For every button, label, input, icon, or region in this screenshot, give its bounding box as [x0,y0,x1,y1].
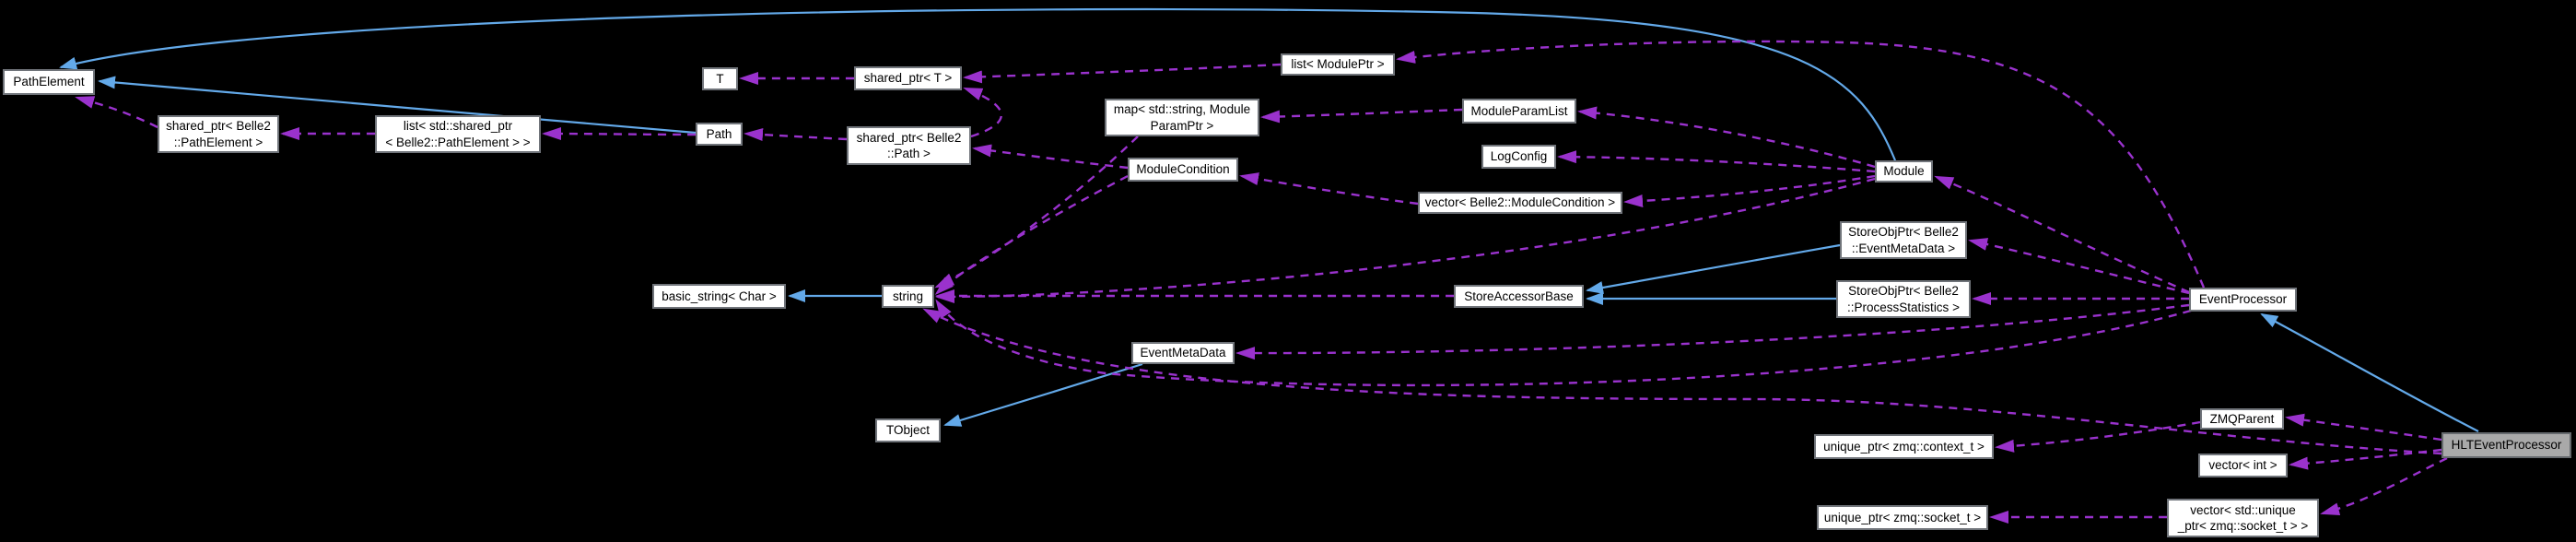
class-node-moduleparamlist[interactable]: ModuleParamList [1462,99,1576,124]
class-node-label: list< ModulePtr > [1291,57,1385,72]
class-node-vector-int[interactable]: vector< int > [2198,454,2288,477]
edge-eventprocessor-to-module [1934,175,2190,294]
class-node-sp-pathelement[interactable]: shared_ptr< Belle2::PathElement > [158,115,279,153]
class-node-vector-unique-ptr-socket[interactable]: vector< std::unique_ptr< zmq::socket_t >… [2167,499,2319,537]
class-node-label: basic_string< Char > [662,289,777,303]
class-node-label: T [716,71,724,86]
class-node-vector-modulecondition[interactable]: vector< Belle2::ModuleCondition > [1418,192,1622,214]
class-node-unique-ptr-zmq-context[interactable]: unique_ptr< zmq::context_t > [1814,434,1994,459]
class-node-tobject[interactable]: TObject [875,418,941,442]
class-node-label: ModuleParamList [1470,103,1568,118]
class-node-label: string [892,289,923,303]
class-node-logconfig[interactable]: LogConfig [1481,145,1556,169]
class-node-label: EventProcessor [2198,292,2288,307]
edge-zmqparent-to-unique-ptr-zmq-context [1995,420,2201,453]
class-node-label: map< std::string, Module [1113,102,1251,116]
class-node-label: shared_ptr< Belle2 [856,130,962,145]
class-node-list-sp-pathelement[interactable]: list< std::shared_ptr< Belle2::PathEleme… [375,115,541,153]
class-node-pathelement[interactable]: PathElement [3,69,95,95]
class-node-list-moduleptr[interactable]: list< ModulePtr > [1281,53,1395,76]
class-node-eventprocessor[interactable]: EventProcessor [2189,288,2297,312]
class-node-unique-ptr-zmq-socket[interactable]: unique_ptr< zmq::socket_t > [1817,505,1988,530]
class-node-label: unique_ptr< zmq::socket_t > [1823,510,1982,524]
class-node-eventmetadata[interactable]: EventMetaData [1131,342,1235,364]
class-node-label: ::ProcessStatistics > [1847,300,1960,314]
class-node-label: ParamPtr > [1150,118,1214,133]
class-node-label: EventMetaData [1140,346,1226,360]
class-node-hlteventprocessor: HLTEventProcessor [2441,432,2571,458]
edge-module-to-moduleparamlist [1577,106,1876,169]
edge-sp-path-to-sp-t [963,87,1002,138]
class-node-basic-string-char[interactable]: basic_string< Char > [652,284,786,309]
class-node-storeobjptr-eventmetadata[interactable]: StoreObjPtr< Belle2::EventMetaData > [1840,221,1967,259]
class-node-label: ::Path > [887,147,931,160]
class-node-label: StoreAccessorBase [1464,289,1574,303]
class-node-label: vector< int > [2208,458,2277,473]
edge-path-to-pathelement [98,76,697,135]
edge-modulecondition-to-sp-path [972,144,1129,170]
edge-eventprocessor-to-storeobjptr-eventmetadata [1968,238,2190,295]
class-node-label: unique_ptr< zmq::context_t > [1823,439,1985,454]
class-node-label: HLTEventProcessor [2451,438,2562,453]
edge-hlteventprocessor-to-vector-unique-ptr-socket [2320,456,2448,516]
edge-hlteventprocessor-to-zmqparent [2285,413,2442,442]
edge-modulecondition-to-string [934,174,1129,296]
class-node-label: list< std::shared_ptr [403,119,513,133]
class-node-label: ModuleCondition [1136,162,1230,177]
class-node-t[interactable]: T [702,67,738,90]
class-node-label: vector< Belle2::ModuleCondition > [1424,195,1616,210]
class-node-label: TObject [885,423,931,438]
edge-path-to-list-sp-pathelement [542,127,697,141]
edge-module-to-logconfig [1557,150,1876,173]
edge-hlteventprocessor-to-vector-int [2289,448,2442,470]
class-node-sp-path[interactable]: shared_ptr< Belle2::Path > [847,126,971,165]
class-node-path[interactable]: Path [696,123,743,146]
edge-module-to-string [935,177,1876,303]
class-node-label: vector< std::unique [2190,502,2296,517]
class-node-label: shared_ptr< T > [863,71,953,86]
edge-eventprocessor-to-string [935,299,2192,387]
edge-module-to-vector-modulecondition [1623,174,1876,207]
class-node-label: < Belle2::PathElement > > [385,135,531,149]
class-node-sp-t[interactable]: shared_ptr< T > [854,66,962,90]
edge-eventmetadata-to-tobject [943,362,1143,427]
edge-map-param-to-string [934,136,1139,289]
edge-hlteventprocessor-to-string [922,308,2442,455]
class-node-modulecondition[interactable]: ModuleCondition [1128,158,1238,182]
edge-list-moduleptr-to-sp-t [963,63,1282,84]
edge-hlteventprocessor-to-eventprocessor [2260,313,2479,432]
class-node-label: StoreObjPtr< Belle2 [1848,225,1959,239]
class-node-label: PathElement [13,75,85,89]
class-node-string[interactable]: string [882,285,934,308]
edge-moduleparamlist-to-map-param [1260,108,1463,124]
class-node-label: shared_ptr< Belle2 [166,119,271,133]
class-node-label: _ptr< zmq::socket_t > > [2177,519,2309,533]
class-node-storeaccessorbase[interactable]: StoreAccessorBase [1454,285,1584,308]
class-node-label: ZMQParent [2209,411,2275,426]
edge-sp-path-to-path [744,128,848,142]
class-node-zmqparent[interactable]: ZMQParent [2200,408,2284,430]
class-node-label: ::PathElement > [173,135,263,149]
edge-vector-modulecondition-to-modulecondition [1239,172,1419,206]
edge-sp-pathelement-to-pathelement [75,96,158,129]
class-node-label: StoreObjPtr< Belle2 [1848,284,1959,298]
class-node-module[interactable]: Module [1875,160,1933,183]
class-node-label: ::EventMetaData > [1851,241,1956,255]
class-node-label: LogConfig [1490,149,1548,164]
class-node-label: Path [706,126,732,141]
class-node-storeobjptr-processstatistics[interactable]: StoreObjPtr< Belle2::ProcessStatistics > [1836,280,1971,318]
edge-storeobjptr-eventmetadata-to-storeaccessorbase [1586,243,1841,294]
edge-module-to-pathelement [59,7,1897,161]
class-node-label: Module [1883,164,1925,179]
edge-eventprocessor-to-eventmetadata [1235,303,2190,360]
edge-eventprocessor-to-list-moduleptr [1396,40,2206,289]
